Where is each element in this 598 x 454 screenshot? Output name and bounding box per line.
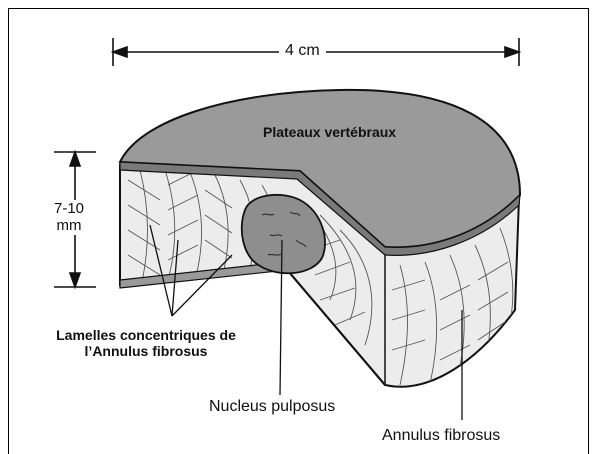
endplate-label: Plateaux vertébraux bbox=[263, 124, 396, 140]
width-label: 4 cm bbox=[279, 42, 326, 60]
nucleus-label: Nucleus pulposus bbox=[209, 398, 335, 416]
height-label-line-2: mm bbox=[46, 217, 92, 234]
lamellae-label-line-1: Lamelles concentriques de bbox=[41, 327, 251, 343]
annulus-label: Annulus fibrosus bbox=[382, 427, 500, 445]
height-label-line-1: 7-10 bbox=[46, 200, 92, 217]
height-label: 7-10 mm bbox=[46, 200, 92, 235]
lamellae-label: Lamelles concentriques de l’Annulus fibr… bbox=[41, 327, 251, 359]
lamellae-label-line-2: l’Annulus fibrosus bbox=[41, 343, 251, 359]
